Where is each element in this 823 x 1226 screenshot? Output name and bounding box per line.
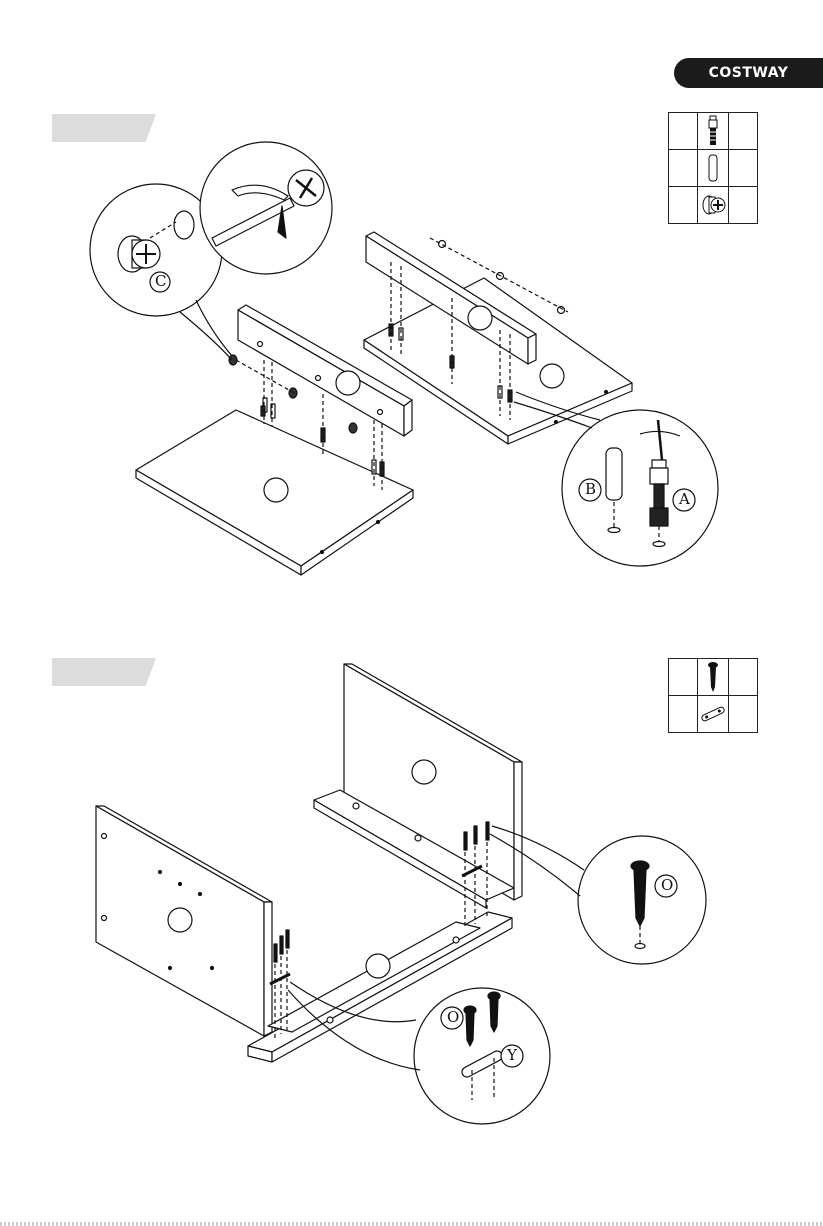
callout-label-plate: Y (507, 1046, 517, 1064)
callout-label-cam-bolt: A (679, 490, 690, 508)
callout-screwdriver (200, 142, 332, 274)
callout-label-screw-lower: O (447, 1008, 459, 1026)
callout-label-cam-lock: C (155, 272, 166, 290)
step-2-side-panel (96, 806, 272, 1036)
callout-label-dowel: B (585, 480, 596, 498)
page-bottom-edge (0, 1222, 823, 1226)
callout-label-screw-upper: O (661, 876, 673, 894)
